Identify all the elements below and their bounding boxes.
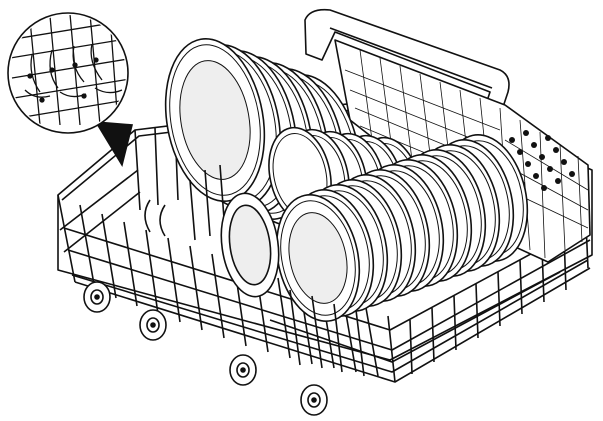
callout-tine-detail [10, 15, 126, 126]
rack-wheels [83, 281, 328, 416]
rack-front-wires [269, 271, 561, 377]
plate-center [179, 60, 251, 180]
callout-pointer [94, 121, 134, 168]
plate [275, 194, 361, 322]
zoom-callout [7, 12, 134, 168]
plate-center [288, 212, 348, 304]
wheel [229, 354, 257, 386]
rack-wire-frame [57, 94, 593, 383]
small-plate [220, 192, 280, 298]
wheel [139, 309, 167, 341]
front-plate-stack [275, 134, 529, 322]
wheel [83, 281, 111, 313]
callout-circle [7, 12, 129, 134]
wheel [300, 384, 328, 416]
plate [164, 38, 266, 202]
